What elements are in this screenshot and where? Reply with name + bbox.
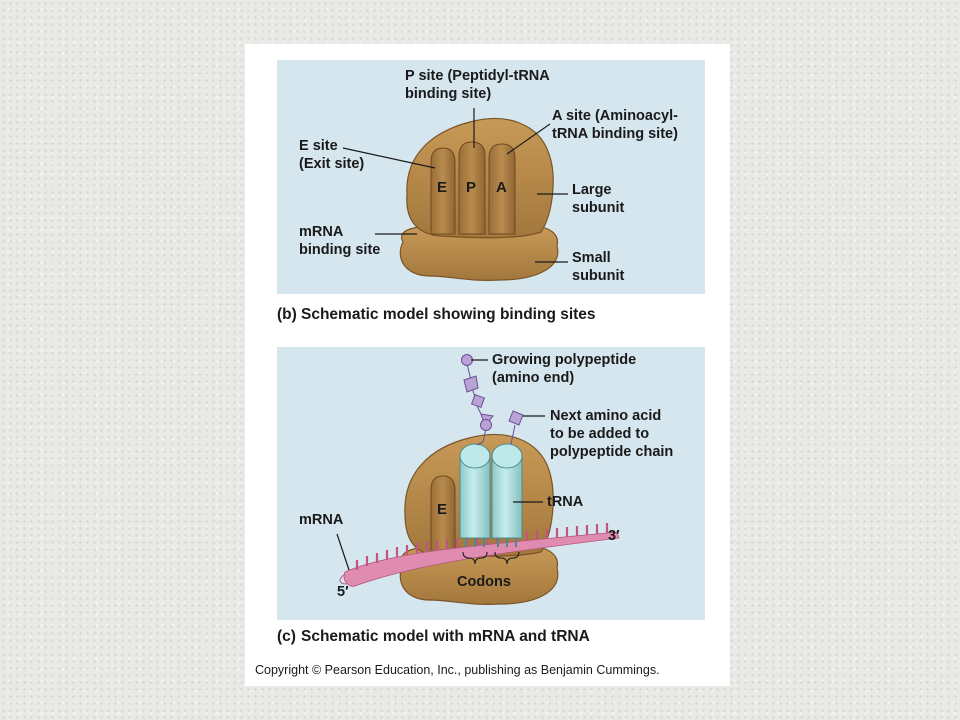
mrna-binding-site-label-line1: mRNA — [299, 224, 344, 240]
e-site-label-line2: (Exit site) — [299, 156, 364, 172]
growing-polypeptide-label-line2: (amino end) — [492, 370, 574, 386]
trna-p-site — [459, 443, 491, 547]
panel-c-caption: Schematic model with mRNA and tRNA — [301, 628, 590, 645]
next-amino-acid-label-line1: Next amino acid — [550, 408, 661, 424]
polypeptide-chain — [461, 354, 524, 446]
growing-polypeptide-label-line1: Growing polypeptide — [492, 352, 636, 368]
copyright-notice: Copyright © Pearson Education, Inc., pub… — [255, 663, 660, 677]
ribosome-diagram: E P A P site (Peptidyl-tRNA binding site… — [255, 68, 678, 677]
panel-b-caption: Schematic model showing binding sites — [301, 306, 596, 323]
mrna-label: mRNA — [299, 512, 344, 528]
next-amino-acid-label-line2: to be added to — [550, 426, 649, 442]
panel-b-ribosome: E P A — [399, 118, 559, 281]
slot-letter-a: A — [496, 179, 507, 196]
amino-acid-next — [508, 410, 524, 426]
amino-acid-2 — [463, 375, 479, 393]
p-site-label-line1: P site (Peptidyl-tRNA — [405, 68, 550, 84]
three-prime-label: 3′ — [608, 528, 620, 544]
panel-c-caption-tag: (c) — [277, 628, 296, 645]
e-letter-c: E — [437, 501, 447, 518]
mrna-binding-site-label-line2: binding site — [299, 242, 380, 258]
trna-molecules — [459, 443, 523, 547]
a-site-label-line2: tRNA binding site) — [552, 126, 678, 142]
panel-c-leader-lines — [336, 359, 545, 571]
codon-brackets — [462, 551, 520, 565]
next-amino-acid-label-line3: polypeptide chain — [550, 444, 673, 460]
amino-acid-terminal — [461, 354, 473, 366]
small-subunit-label-line2: subunit — [572, 268, 625, 284]
five-prime-label: 5′ — [337, 584, 349, 600]
amino-acid-3 — [470, 393, 486, 409]
figure-slide: E P A P site (Peptidyl-tRNA binding site… — [245, 44, 730, 686]
e-site-label-line1: E site — [299, 138, 338, 154]
amino-acid-5 — [480, 419, 492, 431]
a-site-label-line1: A site (Aminoacyl- — [552, 108, 678, 124]
a-site-slot — [488, 143, 516, 235]
panel-b-leader-lines — [342, 108, 568, 263]
trna-a-site — [491, 443, 523, 547]
e-site-slot — [430, 147, 456, 235]
p-site-slot — [458, 141, 486, 235]
e-site-slot-c — [430, 475, 456, 553]
trna-label: tRNA — [547, 494, 584, 510]
codons-label: Codons — [457, 574, 511, 590]
large-subunit-label-line2: subunit — [572, 200, 625, 216]
large-subunit-label-line1: Large — [572, 182, 612, 198]
slot-letter-p: P — [466, 179, 476, 196]
p-site-label-line2: binding site) — [405, 86, 491, 102]
panel-b-caption-tag: (b) — [277, 306, 297, 323]
binding-slots — [430, 141, 516, 235]
slot-letter-e: E — [437, 179, 447, 196]
small-subunit-label-line1: Small — [572, 250, 611, 266]
